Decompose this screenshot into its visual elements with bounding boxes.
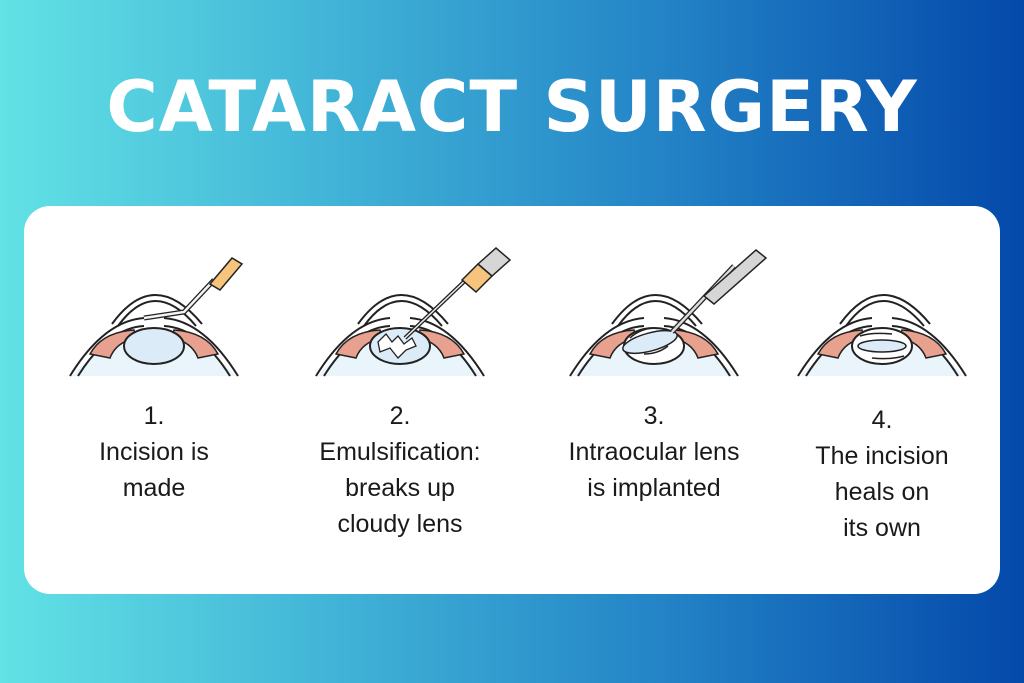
step-2-line-3: cloudy lens [337, 510, 463, 538]
step-1: 1. Incision is made [34, 206, 274, 594]
eye-emulsification-icon [315, 247, 512, 377]
step-1-number: 1. [143, 402, 165, 430]
step-4-line-2: heals on [834, 478, 930, 506]
eye-healed-icon [797, 294, 967, 377]
step-4-line-3: its own [843, 514, 921, 542]
step-2: 2. Emulsification: breaks up cloudy lens [280, 206, 520, 594]
step-3-line-2: is implanted [587, 474, 721, 502]
step-3-line-1: Intraocular lens [568, 438, 740, 466]
step-4-line-1: The incision [815, 442, 949, 470]
step-3-number: 3. [643, 402, 665, 430]
step-2-line-1: Emulsification: [319, 438, 481, 466]
eye-incision-icon [69, 257, 244, 377]
step-4: 4. The incision heals on its own [762, 206, 1002, 594]
steps-card: 1. Incision is made 2. Emulsification: b… [24, 206, 1000, 594]
step-4-number: 4. [871, 406, 893, 434]
step-2-line-2: breaks up [345, 474, 455, 502]
step-2-number: 2. [389, 402, 411, 430]
eye-lens-implant-icon [569, 249, 768, 377]
page-title: CATARACT SURGERY [106, 66, 918, 148]
step-3: 3. Intraocular lens is implanted [534, 206, 774, 594]
step-1-line-1: Incision is [99, 438, 209, 466]
step-1-line-2: made [122, 474, 186, 502]
